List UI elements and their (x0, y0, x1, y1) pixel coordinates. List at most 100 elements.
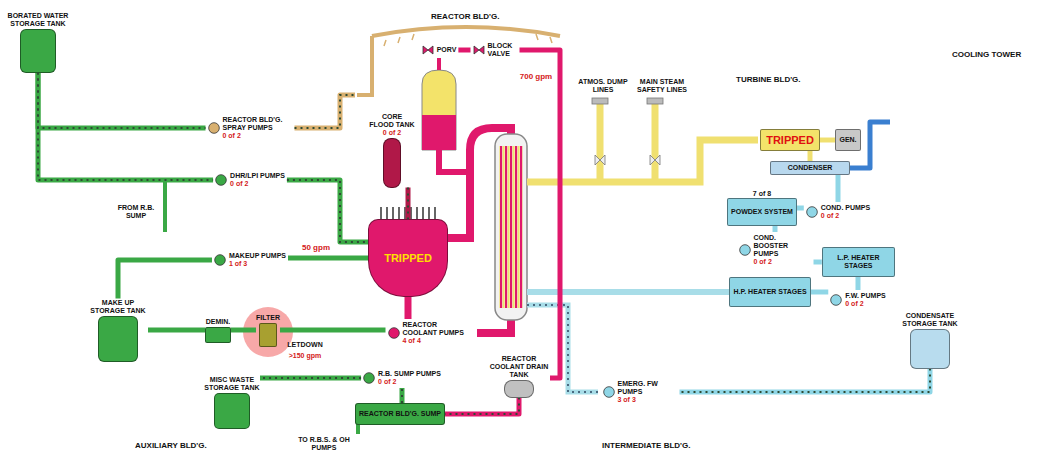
tank-label: BORATED WATER STORAGE TANK (0, 12, 76, 28)
pipe-hatch (38, 73, 213, 181)
equipment-label: TRIPPED (766, 134, 814, 146)
tank: CORE FLOOD TANK0 of 2 (369, 113, 415, 188)
valve: BLOCK VALVE (488, 42, 518, 58)
pipe-hatch (295, 95, 356, 128)
pump-label: R.B. SUMP PUMPS (378, 370, 441, 378)
spray-header (357, 36, 372, 95)
cooling-tower: COOLING TOWER (890, 0, 1051, 128)
valve-label: PORV (437, 46, 457, 54)
building: REACTOR BLD'G. PORV BLOCK VALVE CORE FLOOD … (355, 0, 578, 435)
pump: F.W. PUMPS0 of 2 (845, 292, 885, 308)
count-label: 0 of 2 (754, 258, 812, 266)
building-heading: INTERMEDIATE BLD'G. (602, 441, 690, 450)
building-outline (355, 0, 578, 435)
pipe-connector (38, 73, 213, 181)
pump: DHR/LPI PUMPS0 of 2 (213, 170, 287, 190)
equipment-body: REACTOR BLD'G. SUMP (355, 403, 445, 425)
tank: CORE FLOOD TANK0 of 2 (369, 113, 415, 137)
count-label: 4 of 4 (403, 337, 473, 345)
tank-body (214, 393, 250, 429)
sump-lines (163, 182, 167, 232)
tank: REACTOR COOLANT DRAIN TANK (488, 355, 550, 398)
pump-symbol (831, 295, 842, 306)
pipe-connector (458, 48, 470, 53)
equipment-box: TRIPPED (760, 129, 820, 151)
box-heading: 7 of 8 (727, 190, 797, 198)
equipment-body: L.P. HEATER STAGES (822, 247, 895, 277)
pipe-connector (797, 206, 804, 211)
tank: CONDENSATE STORAGE TANK (902, 312, 958, 328)
count-label: 3 of 3 (618, 396, 678, 404)
tank: CONDENSATE STORAGE TANK (902, 312, 958, 369)
equipment-body: CONDENSER (770, 161, 850, 175)
building-heading: AUXILIARY BLD'G. (135, 441, 207, 450)
equipment-box: GEN. (835, 129, 861, 151)
tank-label: CORE FLOOD TANK (369, 113, 415, 129)
tank-label: CONDENSATE STORAGE TANK (902, 312, 958, 328)
pump: R.B. SUMP PUMPS0 of 2 (361, 368, 443, 388)
pipe-connector (38, 73, 206, 129)
label-wrap: 50 gpm (302, 243, 330, 252)
dump-line-caps (595, 155, 605, 165)
pump-symbol (208, 122, 220, 134)
pipe-connector (814, 260, 822, 265)
pipe-connector (820, 138, 835, 143)
equipment-box: REACTOR BLD'G. SUMP (355, 403, 445, 425)
dump-line-caps (592, 98, 608, 104)
equipment-body: GEN. (835, 129, 861, 151)
pump: COND. BOOSTER PUMPS0 of 2 (737, 232, 814, 268)
equipment-label: POWDEX SYSTEM (731, 208, 793, 216)
pipe-connector (260, 376, 361, 381)
pump-label: DHR/LPI PUMPS (230, 172, 285, 180)
tank-body (910, 329, 950, 369)
pump: REACTOR BLD'G. SPRAY PUMPS0 of 2 (206, 114, 295, 142)
pump: DHR/LPI PUMPS0 of 2 (230, 172, 285, 188)
pump: MAKEUP PUMPS1 of 3 (212, 250, 288, 270)
tower-label: COOLING TOWER (952, 50, 1021, 59)
equipment-label: GEN. (839, 136, 856, 144)
building-heading: REACTOR BLD'G. (431, 12, 499, 21)
pump: COND. PUMPS0 of 2 (804, 202, 872, 222)
label-wrap: LETDOWN (287, 341, 322, 349)
pump: REACTOR COOLANT PUMPS4 of 4 (386, 319, 475, 347)
pipe-connector (287, 180, 368, 242)
pump-symbol (363, 372, 375, 384)
pipe-hatch (680, 369, 931, 393)
count-label: 0 of 2 (369, 129, 415, 137)
valve: BLOCK VALVE (471, 40, 520, 60)
pipe-connector (520, 50, 561, 378)
steam-generator (499, 146, 523, 308)
cooling-tower-outline (890, 110, 1051, 128)
equipment-body: POWDEX SYSTEM (727, 198, 797, 226)
building: REACTOR BLD'G. (431, 12, 499, 21)
pump: COND. PUMPS0 of 2 (804, 202, 872, 222)
pump-symbol (216, 175, 227, 186)
pipe-layer (38, 50, 930, 414)
pressurizer (422, 115, 456, 150)
pressurizer (422, 70, 456, 150)
pump-label: COND. PUMPS (821, 204, 870, 212)
pump-symbol (806, 206, 818, 218)
equipment-box: TRIPPED (368, 219, 448, 297)
pump-symbol (739, 244, 751, 256)
pump-symbol (603, 386, 615, 398)
pump: REACTOR COOLANT PUMPS4 of 4 (403, 321, 473, 345)
label-wrap: MAIN STEAM SAFETY LINES (634, 78, 690, 94)
valve-symbol (474, 46, 484, 54)
building: INTERMEDIATE BLD'G. (602, 441, 690, 450)
valve: PORV (437, 46, 457, 54)
equipment-label: L.P. HEATER STAGES (826, 254, 891, 270)
valve: PORV (420, 42, 459, 58)
pump: R.B. SUMP PUMPS0 of 2 (378, 370, 441, 386)
pipe-connector (280, 328, 386, 333)
equipment-label: REACTOR BLD'G. SUMP (359, 410, 441, 418)
pump-symbol (603, 387, 614, 398)
building-outline (579, 166, 715, 455)
tank: REACTOR COOLANT DRAIN TANK (488, 355, 550, 379)
equipment-body: TRIPPED (368, 219, 448, 297)
equipment-box: CONDENSER (770, 161, 850, 175)
building: AUXILIARY BLD'G. REACTOR BLD'G. SPRAY PUM… (40, 80, 578, 456)
count-label: 0 of 2 (223, 132, 293, 140)
tank: MAKE UP STORAGE TANK (88, 299, 148, 315)
